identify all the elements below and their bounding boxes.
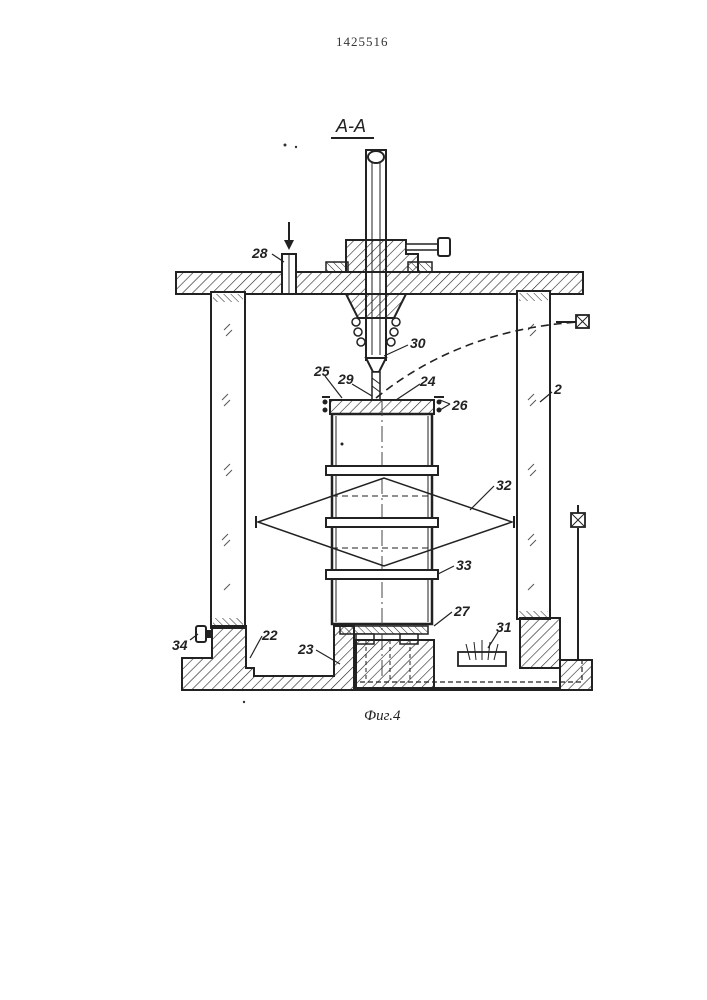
patent-number: 1425516 (336, 34, 389, 49)
label-32: 32 (496, 477, 512, 493)
label-26: 26 (451, 397, 468, 413)
right-column (517, 291, 550, 619)
label-28: 28 (251, 245, 268, 261)
label-34: 34 (172, 637, 188, 653)
left-column (211, 292, 245, 628)
label-2: 2 (553, 381, 562, 397)
label-30: 30 (410, 335, 426, 351)
pedestal (356, 640, 434, 688)
section-label: А-А (335, 116, 366, 136)
band-middle (326, 518, 438, 527)
label-31: 31 (496, 619, 512, 635)
label-25: 25 (313, 363, 330, 379)
label-27: 27 (453, 603, 471, 619)
label-22: 22 (261, 627, 278, 643)
label-33: 33 (456, 557, 472, 573)
nozzle-tip (366, 358, 386, 372)
band-upper (326, 466, 438, 475)
band-lower (326, 570, 438, 579)
right-support (520, 618, 560, 668)
clamp-screw (406, 244, 438, 250)
label-23: 23 (297, 641, 314, 657)
label-24: 24 (419, 373, 436, 389)
clamp-knob (438, 238, 450, 256)
label-29: 29 (337, 371, 354, 387)
figure-caption: Фиг.4 (364, 708, 401, 724)
